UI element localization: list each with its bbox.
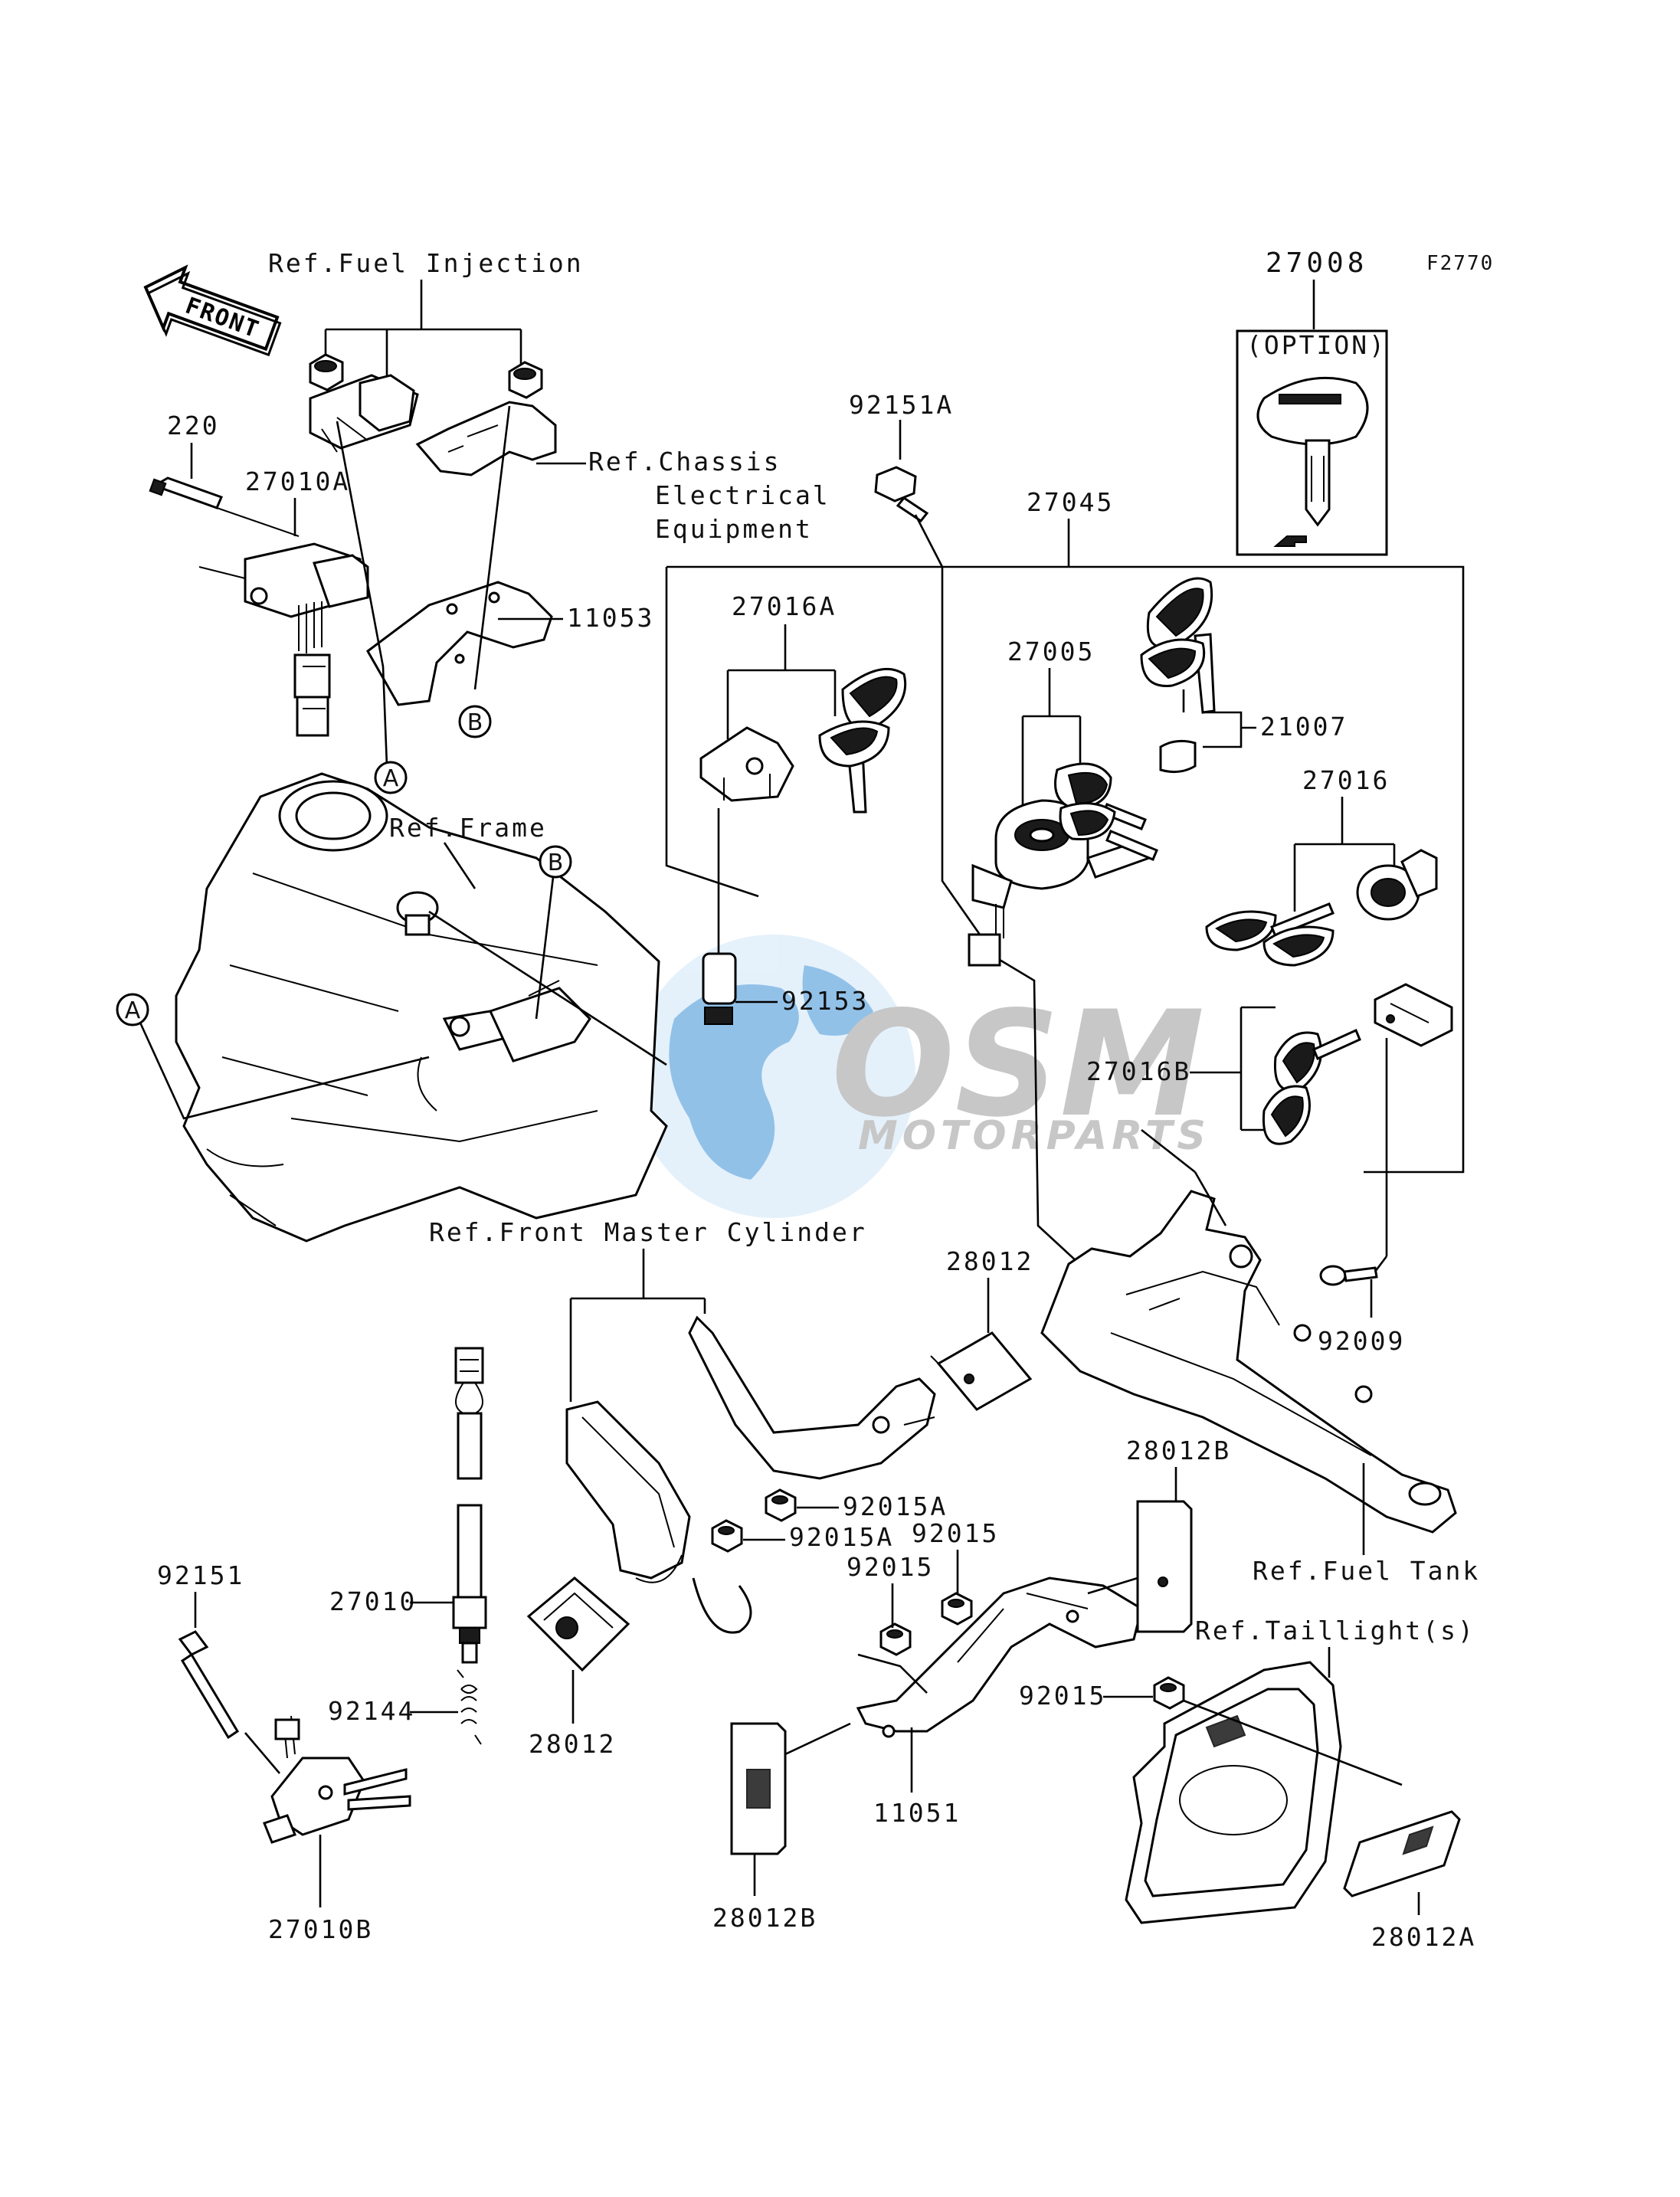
diagram-code: F2770 (1426, 252, 1494, 275)
ref-circle-label: A (125, 997, 141, 1024)
lock-27016-icon (1356, 849, 1438, 921)
watermark-brand: OSM (831, 980, 1204, 1149)
part-28012-top-label: 28012 (946, 1246, 1033, 1276)
ref-fuel-tank-label: Ref.Fuel Tank (1253, 1556, 1480, 1586)
nut-92015-icon (941, 1592, 973, 1626)
part-27010B-label: 27010B (268, 1914, 373, 1944)
part-27045-label: 27045 (1027, 487, 1114, 517)
key-27008-icon (1256, 376, 1369, 547)
bracket-icon (415, 401, 557, 476)
key-icon (1205, 902, 1335, 951)
watermark-sub: MOTORPARTS (858, 1113, 1210, 1159)
part-28012B-bottom-label: 28012B (712, 1903, 817, 1933)
option-box-title: (OPTION) (1246, 330, 1387, 360)
part-92015-label-a: 92015 (847, 1552, 934, 1582)
key-icon (1059, 802, 1158, 861)
part-28012-bottom-label: 28012 (529, 1729, 616, 1759)
damper-28012-bottom-icon (526, 1577, 630, 1672)
bolt-92153-icon (702, 952, 737, 1025)
ref-circle-A-frame: A (116, 993, 149, 1026)
part-27010A-label: 27010A (245, 467, 350, 496)
screw-92151A-icon (874, 466, 929, 523)
nut-icon (309, 353, 344, 391)
part-92009-label: 92009 (1318, 1326, 1405, 1356)
ref-circle-A-top: A (374, 761, 408, 794)
part-92015-label-b: 92015 (912, 1518, 999, 1548)
part-92153-label: 92153 (781, 986, 869, 1016)
part-11051-label: 11051 (873, 1798, 961, 1828)
ref-chassis-label-3: Equipment (655, 514, 813, 544)
switch-27010A-icon (244, 542, 369, 737)
bracket-11051-icon (856, 1577, 1143, 1738)
part-27016-label: 27016 (1302, 765, 1390, 795)
nut-92015A-icon (711, 1519, 743, 1553)
part-27005-label: 27005 (1007, 637, 1095, 666)
ignition-switch-icon (968, 799, 1151, 967)
key-icon (1140, 638, 1206, 687)
bracket-master-cylinder-icon (565, 1315, 936, 1634)
part-220-label: 220 (167, 411, 220, 440)
key-icon (1262, 925, 1335, 967)
lock-27016B-icon (1374, 983, 1453, 1047)
ref-frame-label: Ref.Frame (389, 813, 547, 843)
ref-circle-label: A (383, 765, 399, 792)
cap-21007-icon (1159, 739, 1197, 774)
damper-28012B-right-icon (1136, 1500, 1193, 1633)
main-bracket-icon (1040, 1190, 1457, 1534)
part-27010-label: 27010 (329, 1586, 417, 1616)
nut-icon (508, 361, 543, 399)
part-27016B-label: 27016B (1086, 1056, 1191, 1086)
damper-28012A-icon (1343, 1810, 1461, 1897)
spring-92144-icon (457, 1669, 482, 1745)
ref-circle-label: B (467, 709, 483, 736)
part-92015A-label-1: 92015A (843, 1491, 948, 1521)
part-92015A-label-2: 92015A (789, 1522, 894, 1552)
screw-92009-icon (1319, 1265, 1378, 1286)
bolt-92151-icon (178, 1630, 240, 1740)
ref-front-master-cylinder-label: Ref.Front Master Cylinder (429, 1217, 867, 1247)
lock-27016A-icon (699, 726, 794, 802)
key-icon (1273, 1028, 1361, 1092)
part-92151A-label: 92151A (849, 390, 954, 420)
part-92151-label: 92151 (157, 1560, 244, 1590)
bracket-11053-icon (366, 581, 553, 706)
taillight-bracket-icon (1125, 1661, 1342, 1924)
part-27008-label: 27008 (1266, 247, 1367, 279)
nut-92015-icon (1153, 1676, 1185, 1710)
part-11053-label: 11053 (567, 603, 654, 633)
damper-28012B-bottom-icon (730, 1722, 787, 1855)
part-21007-label: 21007 (1260, 712, 1348, 742)
part-28012A-label: 28012A (1371, 1922, 1476, 1952)
ref-chassis-label-2: Electrical (655, 480, 830, 510)
ref-taillight-label: Ref.Taillight(s) (1195, 1616, 1475, 1645)
ref-fuel-injection-label: Ref.Fuel Injection (268, 248, 584, 278)
ref-chassis-label-1: Ref.Chassis (588, 447, 781, 476)
nut-92015-icon (879, 1622, 912, 1656)
key-icon (1262, 1085, 1311, 1145)
front-arrow-icon: FRONT (143, 264, 282, 357)
part-92144-label: 92144 (328, 1696, 415, 1726)
damper-28012-top-icon (930, 1331, 1033, 1411)
part-28012B-right-label: 28012B (1126, 1436, 1231, 1465)
part-92015-label-c: 92015 (1019, 1681, 1106, 1711)
bolt-icon (149, 476, 224, 509)
ref-circle-B-frame: B (539, 845, 572, 879)
nut-92015A-icon (765, 1488, 797, 1522)
frame-icon (175, 772, 668, 1243)
part-27016A-label: 27016A (732, 591, 837, 621)
ref-circle-B-top: B (458, 705, 492, 738)
sensor-icon (309, 374, 419, 453)
switch-27010-icon (452, 1347, 487, 1664)
switch-27010B-icon (263, 1715, 411, 1844)
key-icon (818, 720, 890, 768)
ref-circle-label: B (548, 850, 564, 876)
